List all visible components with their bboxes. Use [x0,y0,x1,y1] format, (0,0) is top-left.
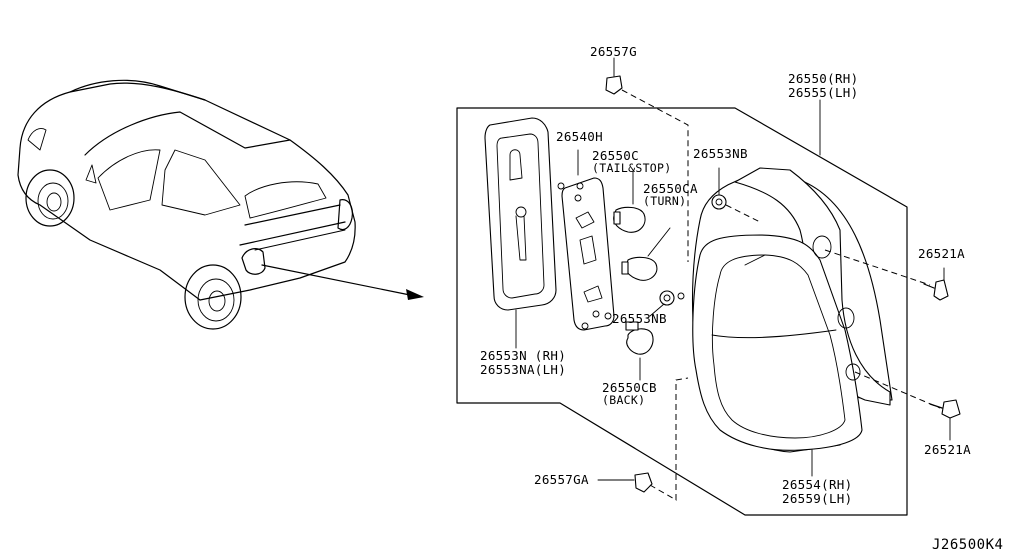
exploded-frame [456,107,908,516]
clip-26557GA [597,472,653,493]
label-26521A-upper: 26521A [918,246,965,261]
assembly-lines [621,89,941,501]
label-26550CB: 26550CB [602,380,657,395]
label-26555-lh: 26555(LH) [788,85,858,100]
rear-combination-lamp [691,167,893,453]
clip-26557G [605,57,623,95]
label-26550C: 26550C [592,148,639,163]
bulb-turn [621,227,671,281]
pointer-arrow [261,264,411,296]
label-26553N-rh: 26553N (RH) [480,348,566,363]
label-26550-rh: 26550(RH) [788,71,858,86]
label-26553NB-upper: 26553NB [693,146,748,161]
label-26550CA: 26550CA [643,181,698,196]
label-26554-rh: 26554(RH) [782,477,852,492]
arrow-head-icon [406,289,424,300]
label-26540H: 26540H [556,129,603,144]
label-26559-lh: 26559(LH) [782,491,852,506]
bulb-tail-stop [613,171,646,233]
label-26550CB-note: (BACK) [602,393,645,407]
label-26553NB-lower: 26553NB [612,311,667,326]
label-26521A-lower: 26521A [924,442,971,457]
bulb-back [625,321,654,381]
label-26550CA-note: (TURN) [643,194,686,208]
label-26550C-note: (TAIL&STOP) [592,161,671,175]
nut-26553NB-upper [711,167,727,210]
car-illustration [17,79,424,330]
screw-26521A-upper [923,267,949,301]
leader-lines [515,99,821,477]
screw-26521A-lower [929,399,961,441]
label-26553NA-lh: 26553NA(LH) [480,362,566,377]
bulb-socket-plate [557,149,615,331]
highlighted-tail-lamp [241,248,266,275]
gasket [484,117,557,311]
diagram-code: J26500K4 [932,537,1003,553]
nut-26553NB-lower [649,290,685,317]
label-26557GA: 26557GA [534,472,589,487]
lens [692,234,863,451]
label-26557G: 26557G [590,44,637,59]
